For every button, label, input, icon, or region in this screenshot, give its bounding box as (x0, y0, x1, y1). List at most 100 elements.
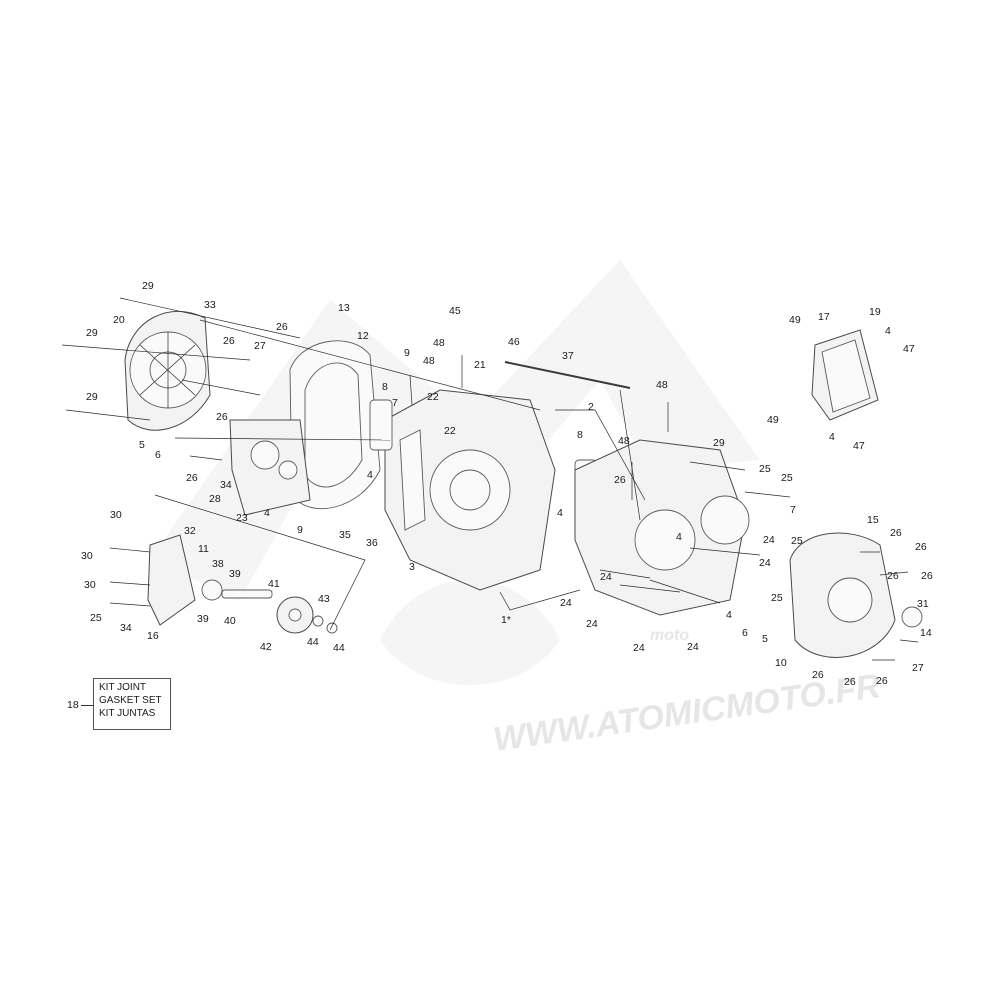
callout-24: 24 (763, 534, 775, 546)
long-stud (504, 361, 631, 389)
callout-29: 29 (86, 391, 98, 403)
callout-9: 9 (297, 524, 303, 536)
callout-25: 25 (781, 472, 793, 484)
callout-22: 22 (444, 425, 456, 437)
callout-17: 17 (818, 311, 830, 323)
callout-48: 48 (433, 337, 445, 349)
callout-14: 14 (920, 627, 932, 639)
callout-26: 26 (812, 669, 824, 681)
callout-26: 26 (186, 472, 198, 484)
callout-39: 39 (197, 613, 209, 625)
callout-24: 24 (560, 597, 572, 609)
callout-15: 15 (867, 514, 879, 526)
callout-1-star: 1* (501, 614, 511, 626)
callout-labels: 29 33 20 29 26 27 29 26 5 6 26 34 28 23 … (81, 280, 933, 688)
callout-46: 46 (508, 336, 520, 348)
callout-25: 25 (90, 612, 102, 624)
callout-28: 28 (209, 493, 221, 505)
callout-26: 26 (614, 474, 626, 486)
pump-housing (229, 419, 311, 516)
legend-line-fr: KIT JOINT (99, 682, 147, 693)
watermark-url: WWW.ATOMICMOTO.FR (491, 667, 883, 759)
callout-23: 23 (236, 512, 248, 524)
callout-26: 26 (844, 676, 856, 688)
callout-4: 4 (726, 609, 732, 621)
callout-8: 8 (382, 381, 388, 393)
callout-30: 30 (84, 579, 96, 591)
callout-47: 47 (903, 343, 915, 355)
callout-25: 25 (759, 463, 771, 475)
callout-6: 6 (155, 449, 161, 461)
callout-22: 22 (427, 391, 439, 403)
legend-leader (81, 705, 93, 706)
callout-31: 31 (917, 598, 929, 610)
gasket-kit-legend: KIT JOINT GASKET SET KIT JUNTAS (93, 678, 171, 730)
callout-4: 4 (367, 469, 373, 481)
callout-43: 43 (318, 593, 330, 605)
callout-4: 4 (557, 507, 563, 519)
callout-6: 6 (742, 627, 748, 639)
callout-24: 24 (759, 557, 771, 569)
callout-40: 40 (224, 615, 236, 627)
callout-11: 11 (198, 543, 209, 555)
legend-line-en: GASKET SET (99, 695, 162, 706)
callout-4: 4 (676, 531, 682, 543)
callout-21: 21 (474, 359, 486, 371)
callout-19: 19 (869, 306, 881, 318)
callout-25: 25 (771, 592, 783, 604)
callout-42: 42 (260, 641, 272, 653)
callout-37: 37 (562, 350, 574, 362)
callout-38: 38 (212, 558, 224, 570)
callout-26: 26 (223, 335, 235, 347)
callout-26: 26 (921, 570, 933, 582)
callout-49: 49 (767, 414, 779, 426)
callout-25: 25 (791, 535, 803, 547)
callout-4: 4 (885, 325, 891, 337)
generator-cover (789, 532, 923, 658)
callout-7: 7 (790, 504, 796, 516)
callout-34: 34 (220, 479, 232, 491)
callout-29: 29 (142, 280, 154, 292)
callout-7: 7 (392, 397, 398, 409)
callout-26: 26 (915, 541, 927, 553)
callout-26: 26 (216, 411, 228, 423)
callout-12: 12 (357, 330, 369, 342)
callout-8: 8 (577, 429, 583, 441)
crankcase-right (574, 439, 750, 616)
callout-26: 26 (887, 570, 899, 582)
callout-29: 29 (86, 327, 98, 339)
legend-callout-number: 18 (67, 699, 79, 711)
callout-13: 13 (338, 302, 350, 314)
callout-48: 48 (423, 355, 435, 367)
callout-27: 27 (254, 340, 266, 352)
callout-44: 44 (307, 636, 319, 648)
callout-4: 4 (829, 431, 835, 443)
callout-34: 34 (120, 622, 132, 634)
top-cover (811, 329, 879, 421)
callout-44: 44 (333, 642, 345, 654)
callout-27: 27 (912, 662, 924, 674)
callout-5: 5 (139, 439, 145, 451)
callout-32: 32 (184, 525, 196, 537)
watermark-logo-word: moto (650, 627, 689, 644)
callout-16: 16 (147, 630, 159, 642)
callout-24: 24 (687, 641, 699, 653)
pump-cover (147, 534, 223, 626)
callout-30: 30 (81, 550, 93, 562)
callout-45: 45 (449, 305, 461, 317)
callout-26: 26 (876, 675, 888, 687)
callout-26: 26 (276, 321, 288, 333)
callout-30: 30 (110, 509, 122, 521)
callout-4: 4 (264, 507, 270, 519)
callout-26: 26 (890, 527, 902, 539)
callout-2: 2 (588, 401, 594, 413)
callout-5: 5 (762, 633, 768, 645)
clutch-cover-outer (124, 310, 211, 431)
callout-24: 24 (600, 571, 612, 583)
callout-29: 29 (713, 437, 725, 449)
callout-48: 48 (656, 379, 668, 391)
callout-49: 49 (789, 314, 801, 326)
pump-gear (221, 589, 338, 634)
callout-24: 24 (633, 642, 645, 654)
